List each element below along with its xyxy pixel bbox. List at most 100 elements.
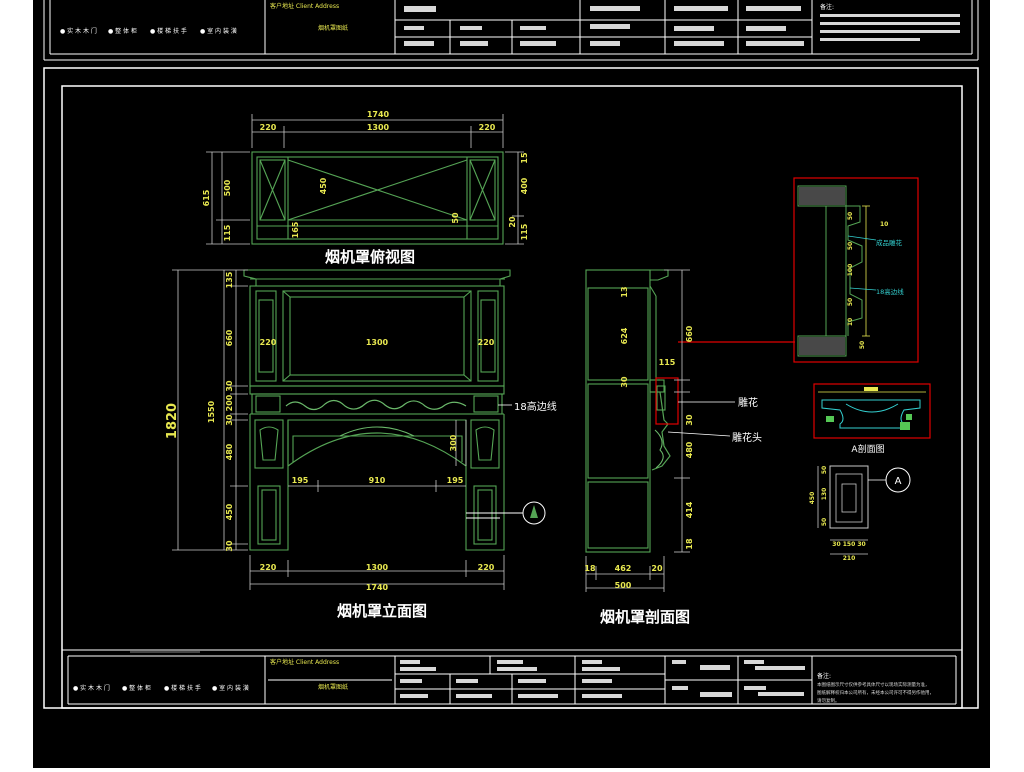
top-title-block (43, 0, 979, 61)
drawing-name-label: 烟机罩图纸 (318, 683, 348, 691)
detail-dim-50d: 50 (859, 341, 866, 349)
top-dim-20: 20 (508, 216, 517, 228)
section-dim-624: 624 (620, 327, 629, 344)
front-bottom-220-right: 220 (478, 563, 495, 572)
front-dim-480: 480 (225, 443, 234, 460)
top-title-placeholder-text (404, 6, 960, 46)
section-marker-arrow-icon (530, 505, 538, 518)
detail-label-carving: 成品雕花 (876, 238, 903, 247)
front-bottom-1740: 1740 (366, 583, 389, 592)
front-dim-195-left: 195 (292, 476, 309, 485)
corbel-dim-130: 130 (821, 488, 828, 501)
front-dim-450: 450 (225, 503, 234, 520)
section-detail-marker (655, 341, 795, 425)
front-dim-30a: 30 (225, 380, 234, 392)
detail-dim-10b: 10 (847, 318, 854, 326)
top-company-item-2: ● 整 体 柜 (108, 27, 137, 35)
top-dim-500: 500 (223, 179, 232, 196)
section-dim-18b: 18 (584, 564, 596, 573)
corbel-dim-50: 50 (821, 466, 828, 474)
front-dim-220-right: 220 (478, 338, 495, 347)
company-logo-strip: ● 实 木 木 门 ● 整 体 柜 ● 楼 梯 扶 手 ● 室 内 装 潢 (73, 651, 249, 692)
a-section-title: A剖面图 (851, 443, 884, 455)
top-dim-15: 15 (520, 152, 529, 164)
top-view-dimensions (206, 114, 524, 245)
client-address-label: 客户地址 Client Address (270, 658, 339, 666)
company-item-2: ● 整 体 柜 (122, 684, 151, 692)
company-item-3: ● 楼 梯 扶 手 (164, 684, 201, 692)
top-dim-115: 115 (223, 224, 232, 241)
top-dim-1740: 1740 (367, 110, 390, 119)
top-notes-title: 备注: (820, 3, 834, 11)
front-dim-910: 910 (369, 476, 386, 485)
top-company-item-3: ● 楼 梯 扶 手 (150, 27, 187, 35)
top-client-address: 客户地址 Client Address (270, 2, 339, 10)
front-dim-300: 300 (449, 434, 458, 451)
top-view-drawing (251, 151, 504, 245)
notes-title: 备注: (817, 672, 831, 680)
section-dim-30b: 30 (685, 414, 694, 426)
section-dim-18: 18 (685, 538, 694, 550)
top-dim-50: 50 (451, 212, 460, 224)
corbel-dim-450: 450 (809, 492, 816, 505)
top-company-item-1: ● 实 木 木 门 (60, 27, 97, 35)
top-dim-115b: 115 (520, 223, 529, 240)
corbel-dim-210: 210 (843, 555, 856, 562)
section-dim-30a: 30 (620, 376, 629, 388)
section-dim-480: 480 (685, 441, 694, 458)
front-dim-195-right: 195 (447, 476, 464, 485)
section-dim-500: 500 (615, 581, 632, 590)
section-view-dimensions (585, 269, 690, 592)
front-dim-135: 135 (225, 271, 234, 288)
inner-frame (61, 85, 963, 709)
front-bottom-220-left: 220 (260, 563, 277, 572)
corbel-dim-50b: 50 (821, 518, 828, 526)
detail-box (793, 177, 919, 363)
top-dim-450: 450 (319, 177, 328, 194)
top-company-item-4: ● 室 内 装 潢 (200, 27, 237, 35)
corbel-detail (817, 465, 911, 555)
detail-label-edge: 18高边线 (876, 287, 904, 296)
bottom-title-block (62, 649, 962, 705)
front-view-drawing (243, 269, 511, 551)
edge-strip-label: 18高边线 (514, 400, 557, 413)
top-dim-615: 615 (202, 189, 211, 206)
detail-dim-50b: 50 (847, 242, 854, 250)
carving-label: 雕花 (738, 396, 758, 409)
front-bottom-1300: 1300 (366, 563, 389, 572)
section-dim-414: 414 (685, 501, 694, 518)
carved-head-label: 雕花头 (732, 431, 762, 444)
marker-a-label: A (895, 476, 902, 487)
section-dim-660: 660 (685, 325, 694, 342)
section-view-drawing (585, 269, 671, 553)
top-dim-220-left: 220 (260, 123, 277, 132)
section-dim-13: 13 (620, 286, 629, 297)
notes-line-3: 请勿复制。 (817, 697, 840, 704)
a-section-detail (813, 383, 931, 439)
front-dim-1550: 1550 (207, 400, 216, 423)
front-dim-1300: 1300 (366, 338, 389, 347)
front-view-dimensions (172, 269, 505, 590)
corbel-dim-bottom: 30 150 30 (832, 541, 865, 548)
section-dim-462: 462 (615, 564, 632, 573)
top-dim-220-right: 220 (479, 123, 496, 132)
notes-line-1: 本图纸图示尺寸仅供参考具体尺寸以现场实际测量为准， (817, 681, 930, 688)
section-dim-20: 20 (651, 564, 663, 573)
front-dim-200: 200 (225, 394, 234, 411)
detail-dim-10: 10 (880, 221, 888, 228)
front-view-title: 烟机罩立面图 (337, 602, 427, 620)
section-dim-115: 115 (659, 358, 676, 367)
top-dim-165: 165 (291, 221, 300, 238)
bottom-title-placeholder-text (400, 660, 805, 698)
section-view-title: 烟机罩剖面图 (600, 608, 690, 626)
top-dim-1300: 1300 (367, 123, 390, 132)
top-view-title: 烟机罩俯视图 (325, 248, 415, 266)
front-dim-1820: 1820 (165, 403, 180, 439)
front-dim-30c: 30 (225, 540, 234, 552)
notes-line-2: 图纸解释权归本公司所有，未经本公司许可不得另作他用， (817, 689, 934, 696)
front-dim-220-left: 220 (260, 338, 277, 347)
detail-dim-50a: 50 (847, 212, 854, 220)
front-dim-30b: 30 (225, 414, 234, 426)
company-item-4: ● 室 内 装 潢 (212, 684, 249, 692)
